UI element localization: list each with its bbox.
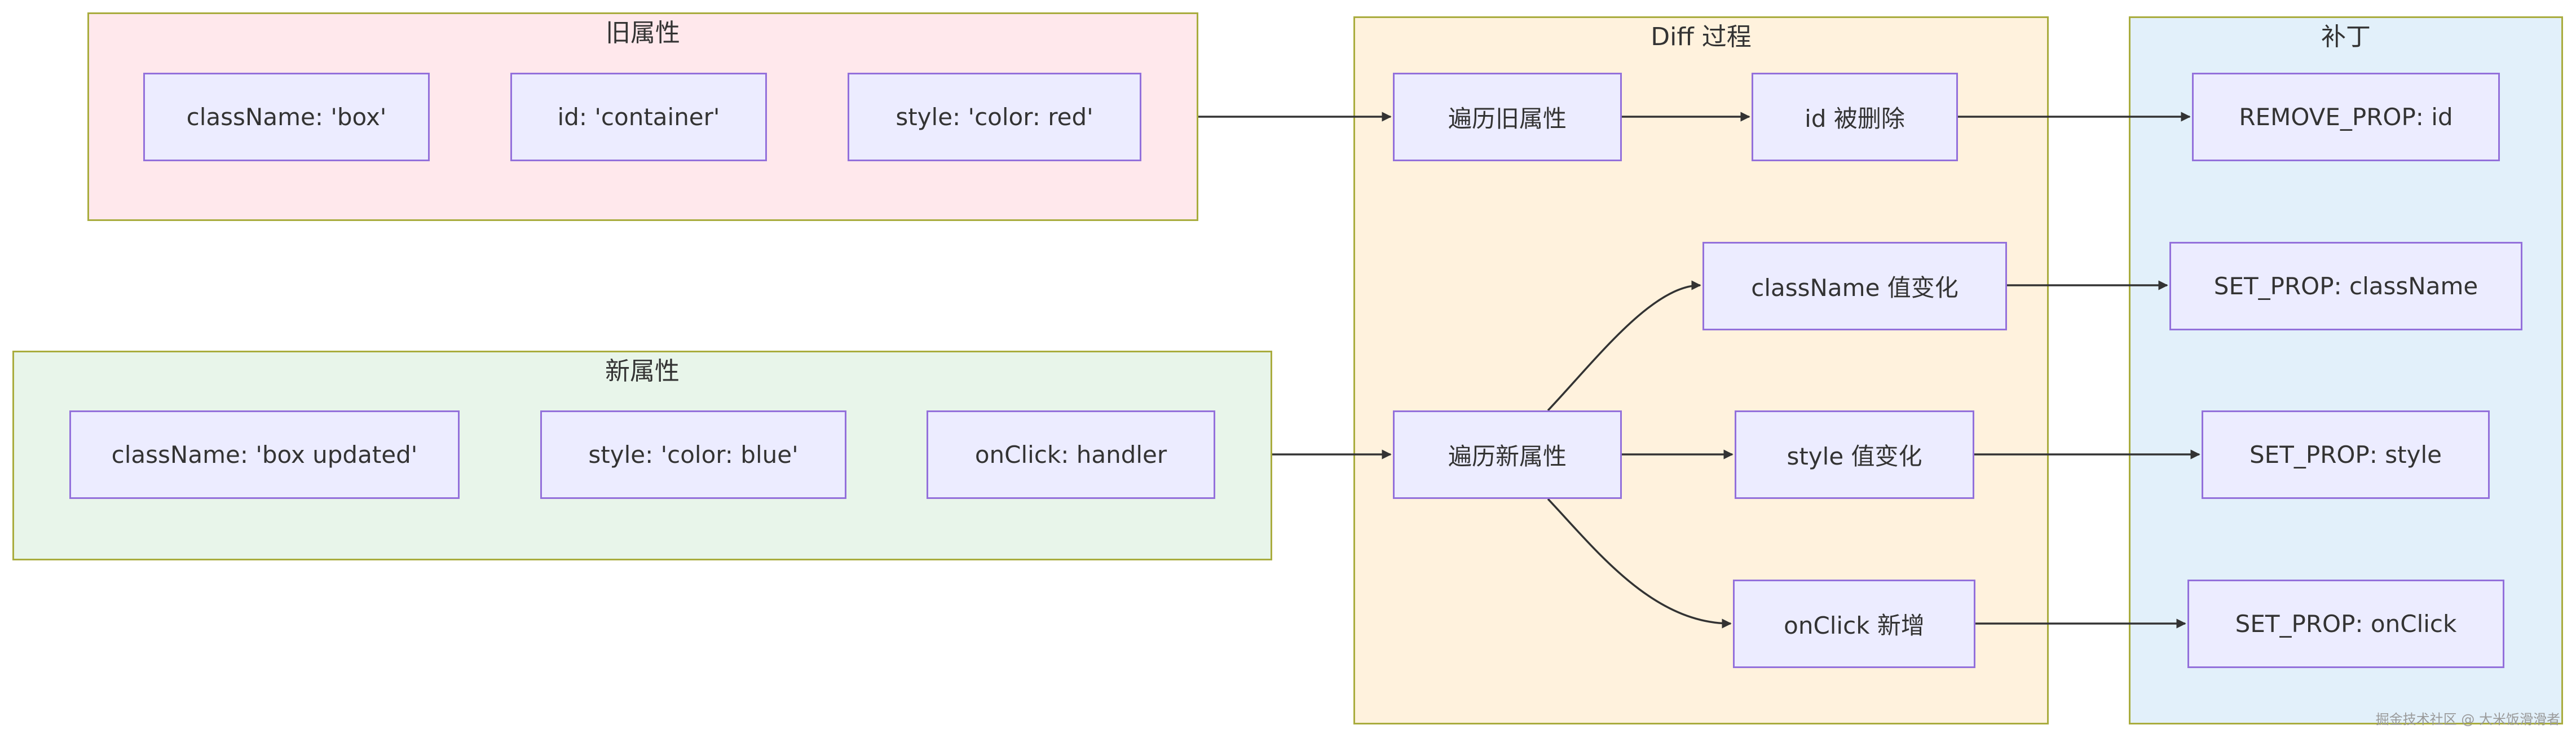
walk-old-props-node: 遍历旧属性 [1393, 73, 1622, 161]
diff-process-group-title: Diff 过程 [1651, 23, 1752, 51]
new-style-node: style: 'color: blue' [540, 410, 846, 499]
edge-walk-new-to-classname-changed [1547, 280, 1701, 412]
onclick-added-node: onClick 新增 [1733, 580, 1975, 668]
id-removed-node: id 被删除 [1752, 73, 1958, 161]
classname-changed-node: className 值变化 [1702, 242, 2007, 330]
patch-set-style-node: SET_PROP: style [2202, 410, 2490, 499]
new-props-group-title: 新属性 [605, 357, 680, 386]
watermark: 掘金技术社区 @ 大米饭滑滑者 [2375, 712, 2560, 727]
walk-new-props-node: 遍历新属性 [1393, 410, 1622, 499]
old-props-group-title: 旧属性 [606, 19, 680, 47]
new-classname-node: className: 'box updated' [69, 410, 460, 499]
old-classname-node: className: 'box' [143, 73, 430, 161]
old-style-node: style: 'color: red' [848, 73, 1141, 161]
old-id-node: id: 'container' [510, 73, 767, 161]
patch-group-title: 补丁 [2321, 23, 2371, 51]
style-changed-node: style 值变化 [1735, 410, 1974, 499]
patch-set-classname-node: SET_PROP: className [2169, 242, 2522, 330]
patch-remove-id-node: REMOVE_PROP: id [2192, 73, 2500, 161]
patch-set-onclick-node: SET_PROP: onClick [2187, 580, 2504, 668]
edge-walk-new-to-onclick-added [1547, 498, 1732, 629]
new-onclick-node: onClick: handler [927, 410, 1215, 499]
